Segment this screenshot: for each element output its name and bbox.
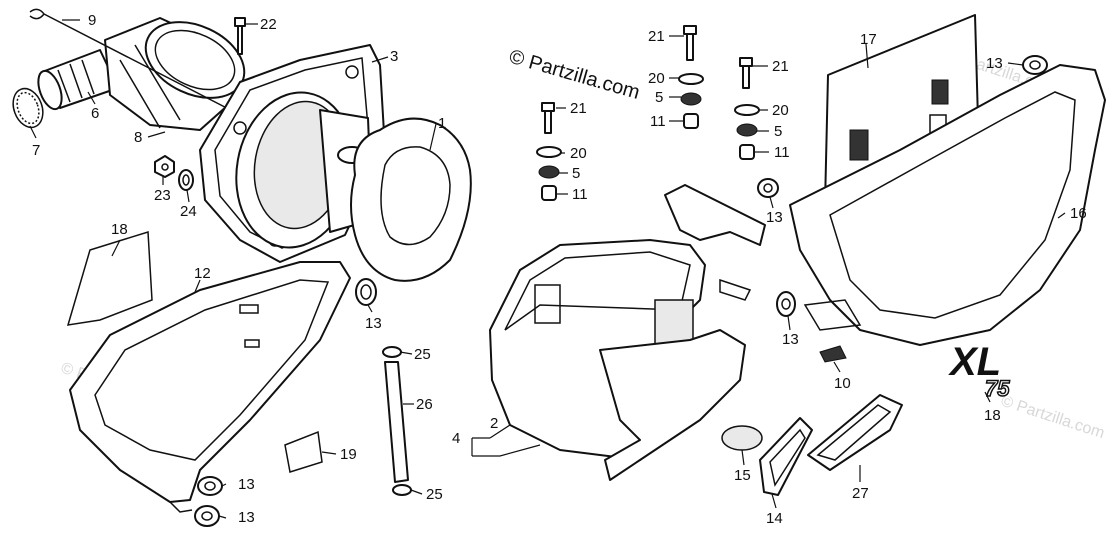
part-18-decal-left[interactable]	[66, 230, 153, 326]
part-14-strap[interactable]	[759, 417, 813, 496]
callout-24: 24	[180, 203, 197, 220]
leader-lines	[29, 19, 1066, 519]
part-13-grommet-6[interactable]	[776, 291, 796, 317]
part-21-bolt-right[interactable]	[739, 57, 753, 89]
part-26-breather-hose[interactable]	[384, 361, 409, 483]
callout-20-center: 20	[570, 145, 587, 162]
callout-13-e: 13	[766, 209, 783, 226]
callout-6: 6	[91, 105, 99, 122]
part-1-foam-element[interactable]	[350, 117, 472, 282]
callout-12: 12	[194, 265, 211, 282]
part-23-nut[interactable]	[154, 155, 175, 178]
callout-13-d: 13	[986, 55, 1003, 72]
callout-5-right: 5	[774, 123, 782, 140]
watermark-right-low: © Partzilla.com	[999, 393, 1107, 442]
copyright-text: © Partzilla.com	[507, 46, 643, 104]
callout-20-top: 20	[648, 70, 665, 87]
callout-8: 8	[134, 129, 142, 146]
callout-15: 15	[734, 467, 751, 484]
callout-22: 22	[260, 16, 277, 33]
callout-13-c: 13	[238, 509, 255, 526]
callout-26: 26	[416, 396, 433, 413]
callout-25-a: 25	[414, 346, 431, 363]
part-20-washer-center[interactable]	[536, 146, 562, 158]
part-13-grommet-4[interactable]	[1022, 55, 1048, 75]
part-12-left-side-cover[interactable]	[69, 261, 351, 513]
callout-11-center: 11	[572, 186, 588, 203]
callout-3: 3	[390, 48, 398, 65]
callout-10: 10	[834, 375, 851, 392]
callout-18-right: 18	[984, 407, 1001, 424]
callout-14: 14	[766, 510, 783, 527]
part-9-clip[interactable]	[29, 8, 251, 121]
callout-19: 19	[340, 446, 357, 463]
part-5-cushion-center[interactable]	[538, 165, 560, 179]
part-20-washer-right[interactable]	[734, 104, 760, 116]
callout-2: 2	[490, 415, 498, 432]
part-19-label[interactable]	[284, 430, 323, 473]
part-24-washer[interactable]	[178, 169, 194, 191]
emblem-main-text: XL	[948, 340, 1001, 384]
callout-5-center: 5	[572, 165, 580, 182]
callout-20-right: 20	[772, 102, 789, 119]
callout-13-f: 13	[782, 331, 799, 348]
callout-9: 9	[88, 12, 96, 29]
callout-4: 4	[452, 430, 460, 447]
part-18-xl75-emblem[interactable]: XL 75	[948, 340, 1035, 402]
part-25-clamp-bottom[interactable]	[392, 484, 412, 496]
callout-21-right: 21	[772, 58, 789, 75]
part-5-cushion-top[interactable]	[680, 92, 702, 106]
callout-16: 16	[1070, 205, 1087, 222]
part-15-washer[interactable]	[721, 425, 763, 451]
part-13-grommet-3[interactable]	[194, 505, 220, 527]
part-16-right-side-cover[interactable]	[789, 64, 1106, 346]
part-21-bolt-top[interactable]	[683, 25, 697, 61]
part-6-intake-tube[interactable]	[34, 49, 119, 112]
part-11-collar-right[interactable]	[739, 144, 755, 160]
part-13-grommet-2[interactable]	[197, 476, 223, 496]
part-8-air-boot[interactable]	[104, 7, 256, 131]
filter-element[interactable]	[224, 83, 373, 257]
part-25-clamp-top[interactable]	[382, 346, 402, 358]
part-13-grommet-1[interactable]	[355, 278, 377, 306]
callout-13-b: 13	[238, 476, 255, 493]
part-7-o-ring[interactable]	[8, 84, 48, 131]
callout-5-top: 5	[655, 89, 663, 106]
part-11-collar-center[interactable]	[541, 185, 557, 201]
callout-18-left: 18	[111, 221, 128, 238]
callout-17: 17	[860, 31, 877, 48]
callout-7: 7	[32, 142, 40, 159]
part-13-grommet-5[interactable]	[757, 178, 779, 198]
part-27-battery-band[interactable]	[807, 394, 903, 471]
part-5-cushion-right[interactable]	[736, 123, 758, 137]
callout-1: 1	[438, 115, 446, 132]
part-11-collar-top[interactable]	[683, 113, 699, 129]
callout-23: 23	[154, 187, 171, 204]
part-22-bolt[interactable]	[234, 17, 246, 55]
part-10-clip[interactable]	[819, 345, 847, 363]
callout-11-top: 11	[650, 113, 666, 130]
emblem-sub-text: 75	[985, 376, 1010, 401]
callout-13-a: 13	[365, 315, 382, 332]
callout-11-right: 11	[774, 144, 790, 161]
callout-25-b: 25	[426, 486, 443, 503]
part-21-bolt-center[interactable]	[541, 102, 555, 134]
callout-numbers: 9 22 3 1 6 7 8 23 24 18 12 13 25 26 19 1…	[32, 12, 1087, 527]
callout-27: 27	[852, 485, 869, 502]
part-20-washer-top[interactable]	[678, 73, 704, 85]
callout-21-top: 21	[648, 28, 665, 45]
part-2-air-cleaner-case[interactable]	[489, 184, 766, 481]
callout-21-center: 21	[570, 100, 587, 117]
